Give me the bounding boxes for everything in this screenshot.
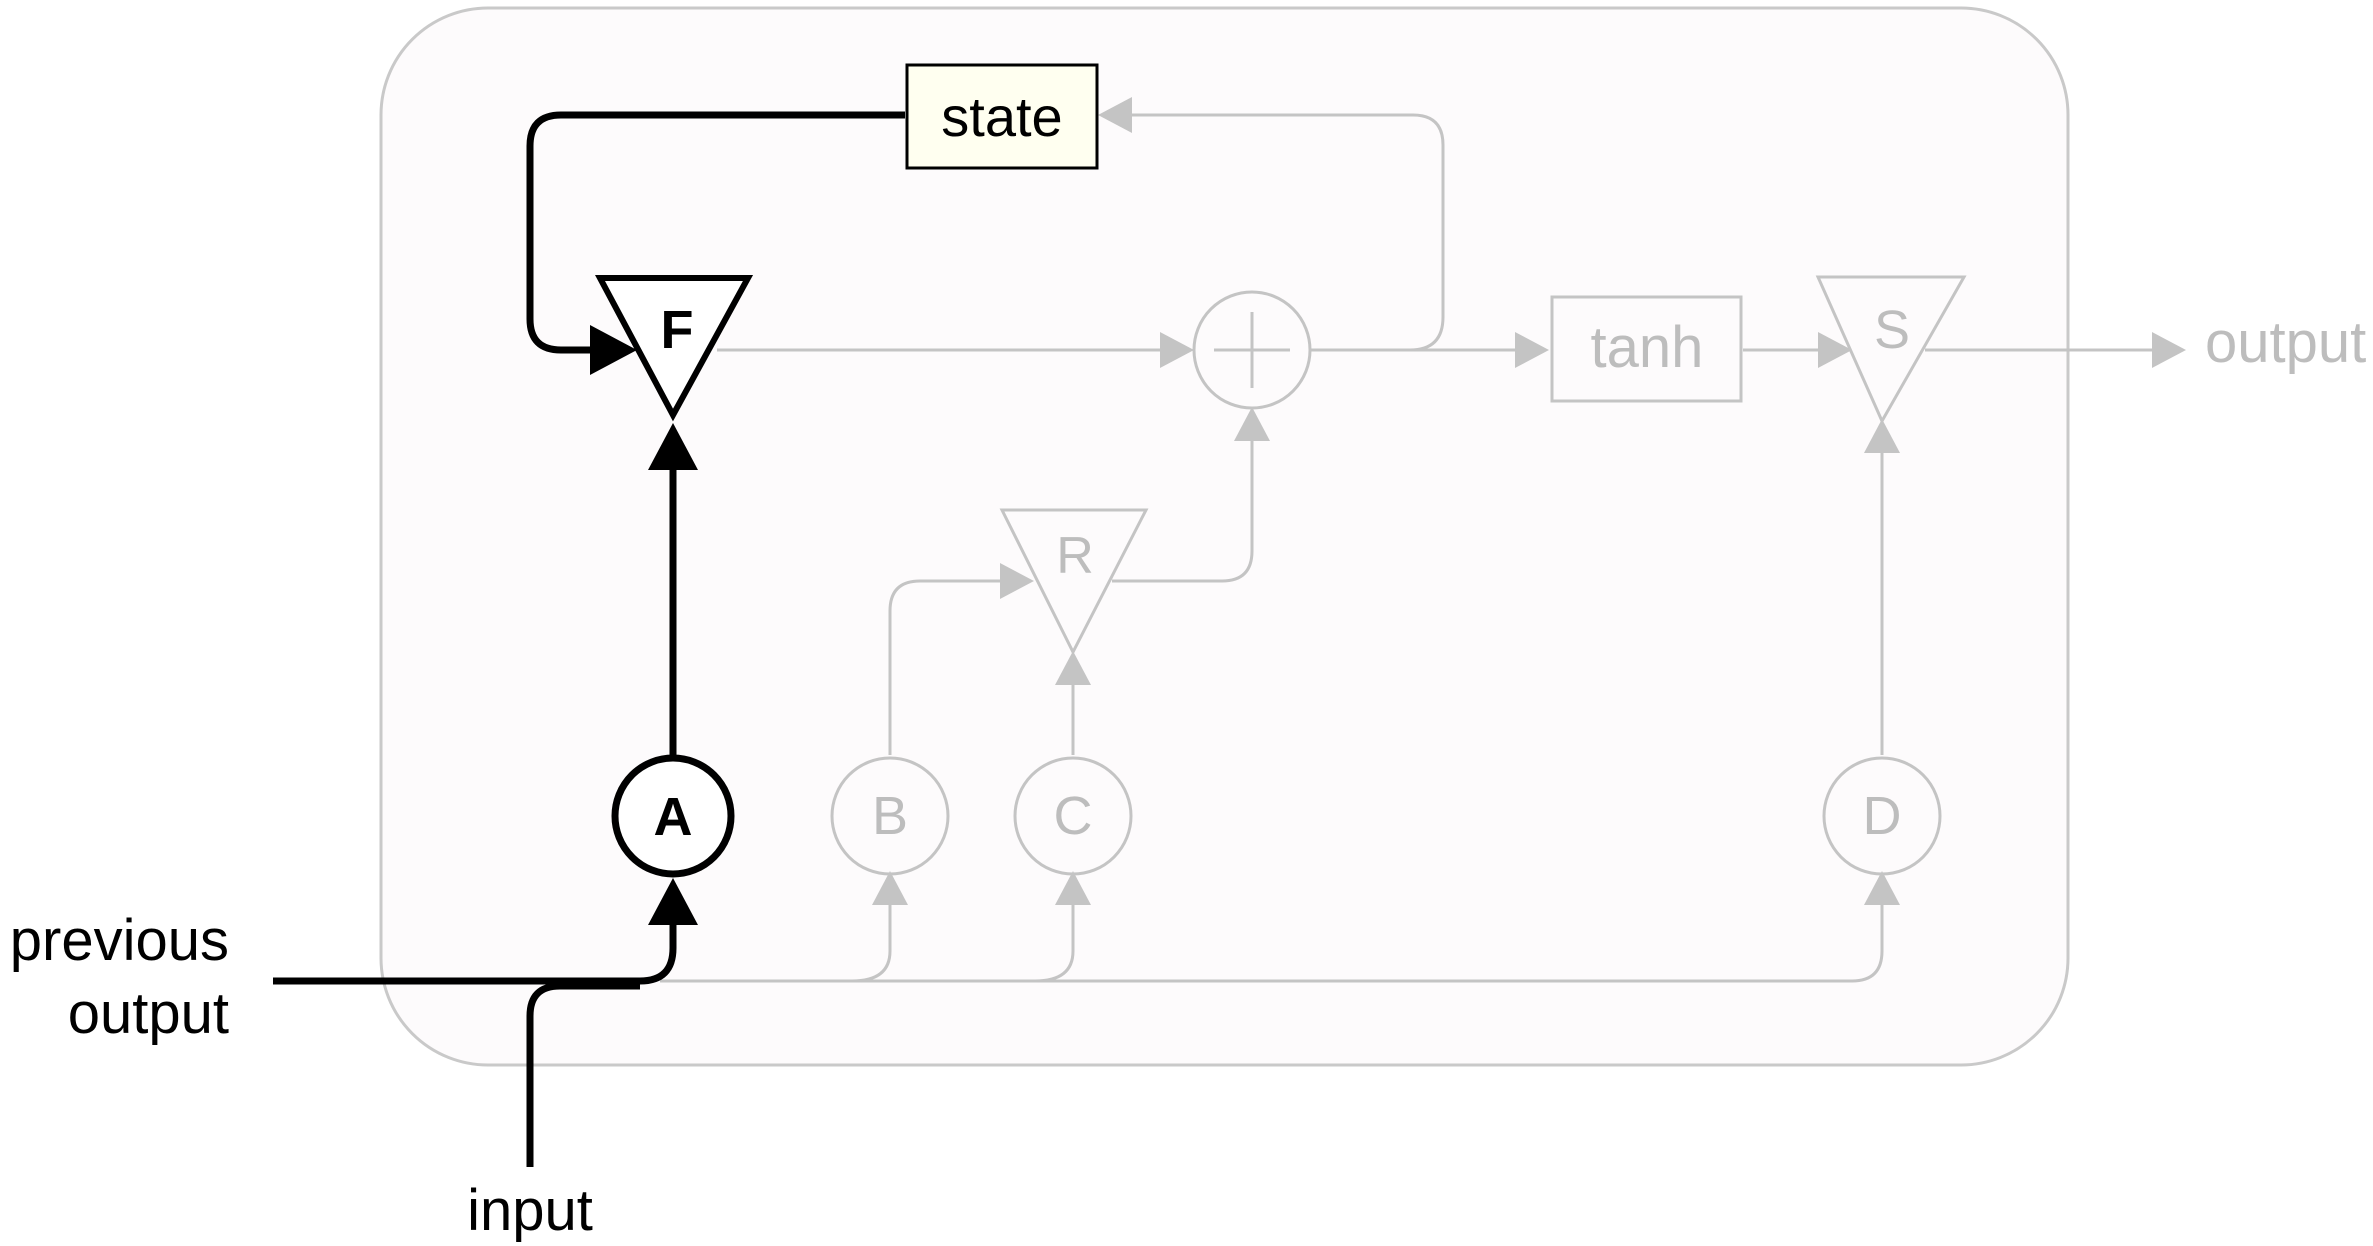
- arrowhead-into-f-side: [590, 325, 637, 375]
- gate-r-label: R: [1056, 527, 1094, 585]
- gate-s: S: [1815, 275, 1967, 425]
- node-c-label: C: [1054, 786, 1093, 846]
- bus-to-a-line: [560, 915, 677, 985]
- input-label: input: [467, 1178, 593, 1243]
- node-c: C: [1013, 756, 1133, 876]
- inactive-connections: [660, 113, 2152, 983]
- previous-output-label-line2: output: [68, 981, 229, 1046]
- node-d-label: D: [1863, 786, 1902, 846]
- arrowhead-into-r-bottom: [1055, 651, 1091, 685]
- arrowhead-into-f-bottom: [648, 423, 698, 470]
- arrowhead-into-s-left: [1818, 332, 1852, 368]
- bus-to-b: [851, 903, 892, 983]
- gate-s-label: S: [1874, 300, 1910, 360]
- tanh-box: tanh: [1550, 295, 1743, 403]
- plus-node: [1192, 290, 1312, 410]
- active-arrowheads: [590, 325, 698, 925]
- arrowhead-into-tanh: [1515, 332, 1549, 368]
- arrowhead-into-plus-left: [1160, 332, 1194, 368]
- arrowhead-to-c: [1055, 871, 1091, 905]
- tanh-label: tanh: [1591, 315, 1704, 380]
- bus-line: [660, 903, 1884, 983]
- arrowhead-into-r-side: [1000, 563, 1034, 599]
- plus-to-state-line: [1127, 113, 1445, 352]
- gate-r: R: [999, 508, 1149, 656]
- arrowhead-into-a: [648, 878, 698, 925]
- r-to-plus-line: [1112, 430, 1254, 583]
- node-a-label: A: [654, 787, 693, 847]
- arrowhead-into-plus-bottom: [1234, 407, 1270, 441]
- input-line: [526, 982, 640, 1167]
- arrowhead-to-output: [2152, 332, 2186, 368]
- arrowhead-to-d: [1864, 871, 1900, 905]
- state-label: state: [941, 85, 1062, 148]
- arrowhead-into-state: [1098, 97, 1132, 133]
- bus-to-c: [1034, 903, 1075, 983]
- node-d: D: [1822, 756, 1942, 876]
- gate-f-label: F: [661, 300, 694, 360]
- b-to-r-line: [888, 579, 1000, 755]
- arrowhead-to-b: [872, 871, 908, 905]
- inactive-arrowheads: [872, 97, 2186, 905]
- state-box: state: [905, 63, 1099, 170]
- output-label: output: [2205, 310, 2366, 375]
- cell-boundary: [379, 6, 2070, 1067]
- gate-f: F: [595, 275, 754, 422]
- previous-output-label-line1: previous: [10, 908, 229, 973]
- node-a: A: [611, 754, 735, 878]
- arrowhead-into-s-bottom: [1864, 419, 1900, 453]
- node-b: B: [830, 756, 950, 876]
- state-to-f-line: [526, 111, 905, 354]
- node-b-label: B: [872, 786, 908, 846]
- active-connections: [273, 111, 905, 1167]
